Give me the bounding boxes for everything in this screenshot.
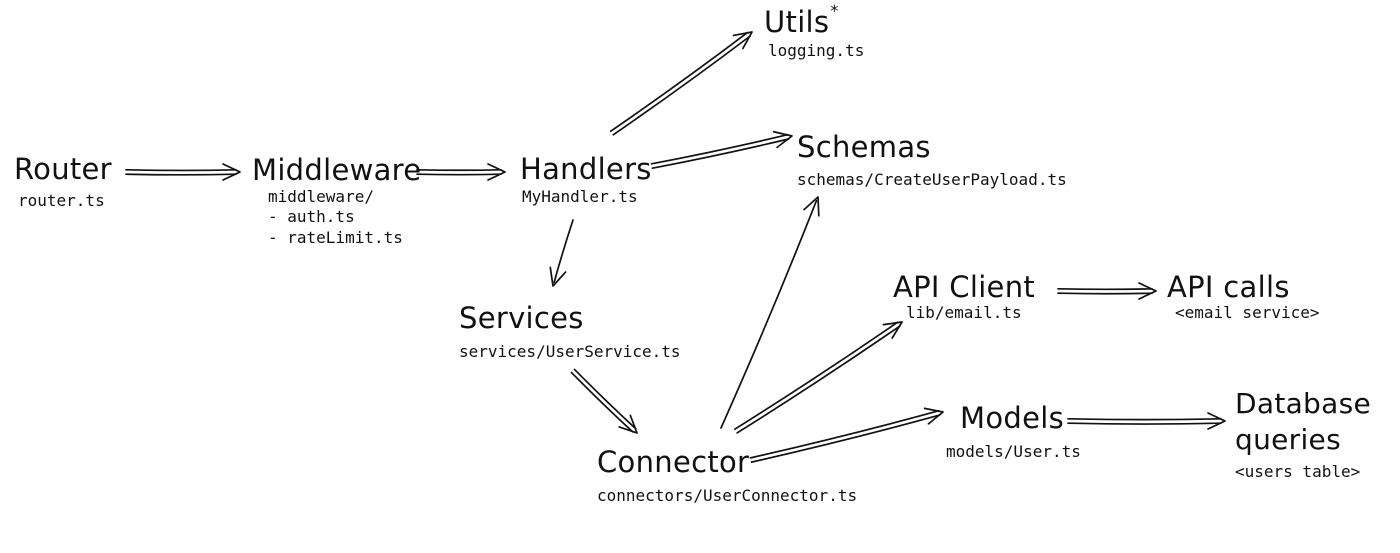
middleware-node-folder: middleware/ xyxy=(268,187,374,206)
utils-node-file: logging.ts xyxy=(768,41,865,60)
handlers-to-utils-arrow-line-a xyxy=(612,35,751,136)
services-to-connector-arrow-line-a xyxy=(570,371,634,433)
api_client-to-api_calls-arrow-line-a xyxy=(1057,292,1153,295)
schemas-node-file: schemas/CreateUserPayload.ts xyxy=(797,170,1067,189)
connector-to-models-arrow-line-a xyxy=(750,414,941,463)
connector-node-title: Connector xyxy=(597,445,750,479)
handlers-node-file: MyHandler.ts xyxy=(522,187,638,206)
services-node-file: services/UserService.ts xyxy=(459,342,681,361)
models-to-database-arrow-head xyxy=(1207,412,1226,430)
api_client-to-api_calls-arrow-line-b xyxy=(1057,287,1153,291)
utils-node-title: Utils* xyxy=(764,1,839,39)
handlers-to-schemas-arrow-line-a xyxy=(651,138,790,170)
models-node-title: Models xyxy=(960,401,1064,435)
services-to-connector-arrow-line-b xyxy=(573,368,637,430)
middleware-to-handlers-arrow-head xyxy=(487,163,506,181)
connector-to-schemas-arrow-head xyxy=(803,196,820,217)
handlers-to-utils-arrow-line-b xyxy=(609,31,749,133)
router-node-title: Router xyxy=(14,152,112,186)
connector-to-api_client-arrow-line-b xyxy=(733,321,899,431)
handlers-to-services-arrow-head xyxy=(549,266,567,287)
models-to-database-arrow-line-a xyxy=(1067,422,1222,425)
middleware-node-file-auth: - auth.ts xyxy=(268,207,355,226)
api-client-node-file: lib/email.ts xyxy=(906,303,1022,322)
handlers-to-schemas-arrow-head xyxy=(772,130,793,149)
models-node-file: models/User.ts xyxy=(946,442,1081,461)
utils-node-title-text: Utils xyxy=(764,5,830,39)
connector-to-models-arrow-line-b xyxy=(749,409,940,459)
utils-node-title-mark: * xyxy=(830,1,839,20)
models-to-database-arrow-line-b xyxy=(1067,417,1222,421)
router-to-middleware-arrow-line-b xyxy=(125,168,237,172)
connector-to-api_client-arrow-line-a xyxy=(736,325,901,434)
database-node-target: <users table> xyxy=(1235,462,1361,481)
api-calls-node-target: <email service> xyxy=(1175,303,1320,322)
handlers-to-schemas-arrow-line-b xyxy=(650,133,789,165)
api-calls-node-title: API calls xyxy=(1167,270,1290,304)
connector-node-file: connectors/UserConnector.ts xyxy=(597,486,858,505)
services-node-title: Services xyxy=(459,301,584,335)
middleware-node-file-ratelimit: - rateLimit.ts xyxy=(268,228,403,247)
middleware-node-title: Middleware xyxy=(252,153,422,187)
router-to-middleware-arrow-head xyxy=(222,163,241,181)
handlers-to-utils-arrow-head xyxy=(732,31,753,50)
api_client-to-api_calls-arrow-head xyxy=(1138,282,1157,300)
connector-to-api_client-arrow-head xyxy=(882,321,903,339)
router-node-file: router.ts xyxy=(18,191,105,210)
connector-to-schemas-arrow-line xyxy=(720,199,818,429)
connector-to-models-arrow-head xyxy=(923,407,944,425)
database-node-title-line-1: Database xyxy=(1235,387,1372,420)
services-to-connector-arrow-head xyxy=(618,414,638,434)
handlers-node-title: Handlers xyxy=(520,152,652,186)
router-to-middleware-arrow-line-a xyxy=(125,173,237,176)
schemas-node-title: Schemas xyxy=(797,130,931,164)
database-node-title-line-2: queries xyxy=(1235,423,1341,456)
handlers-to-services-arrow-line xyxy=(553,219,574,284)
api-client-node-title: API Client xyxy=(893,270,1036,304)
